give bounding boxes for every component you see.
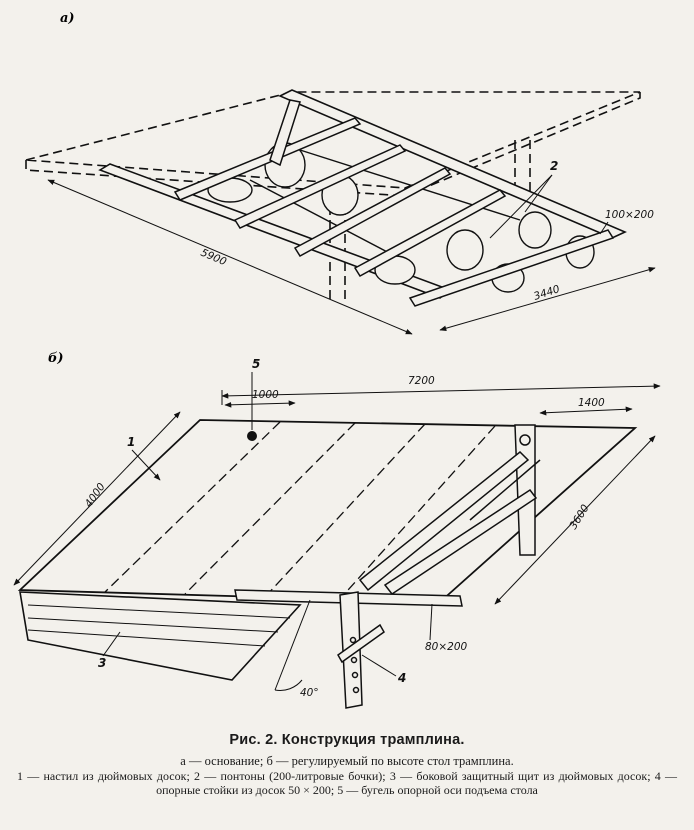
callout-4: 4 [397,671,406,685]
callout-5: 5 [252,357,260,371]
caption-legend: 1 — настил из дюймовых досок; 2 — понтон… [17,769,677,797]
panel-a-base: а) [25,11,656,335]
side-shield [19,591,302,681]
shield-boards [27,599,311,691]
dim-a-beam: 100×200 [605,209,654,221]
callout-1: 1 [127,435,135,449]
dim-b-length: 7200 [408,375,435,387]
caption-subtitle: а — основание; б — регулируемый по высот… [180,754,514,768]
callout-2: 2 [550,159,558,173]
panel-b-table: б) 7200 1000 1400 4000 3600 [13,351,661,709]
dim-a-length: 5900 [199,247,229,269]
construction-drawing: а) [13,11,661,709]
deck-surface [17,419,638,603]
support-frame [358,424,541,596]
panel-b-label: б) [48,351,64,366]
pontoon-barrels [207,142,595,293]
dim-b-right-offset: 1400 [578,397,605,409]
caption-title: Рис. 2. Конструкция трамплина. [229,732,465,748]
dim-b-support-offset: 1000 [252,389,279,401]
dim-b-angle: 40° [300,687,319,699]
dim-b-beam: 80×200 [425,641,468,653]
support-posts [337,591,385,709]
callout-3: 3 [98,656,106,670]
panel-a-label: а) [60,11,75,26]
dim-b-width: 4000 [83,481,108,510]
dim-a-width: 3440 [532,283,561,303]
inclined-strut [269,99,301,167]
figure-caption: Рис. 2. Конструкция трамплина. а — основ… [0,732,694,797]
support-bracket [247,431,257,441]
